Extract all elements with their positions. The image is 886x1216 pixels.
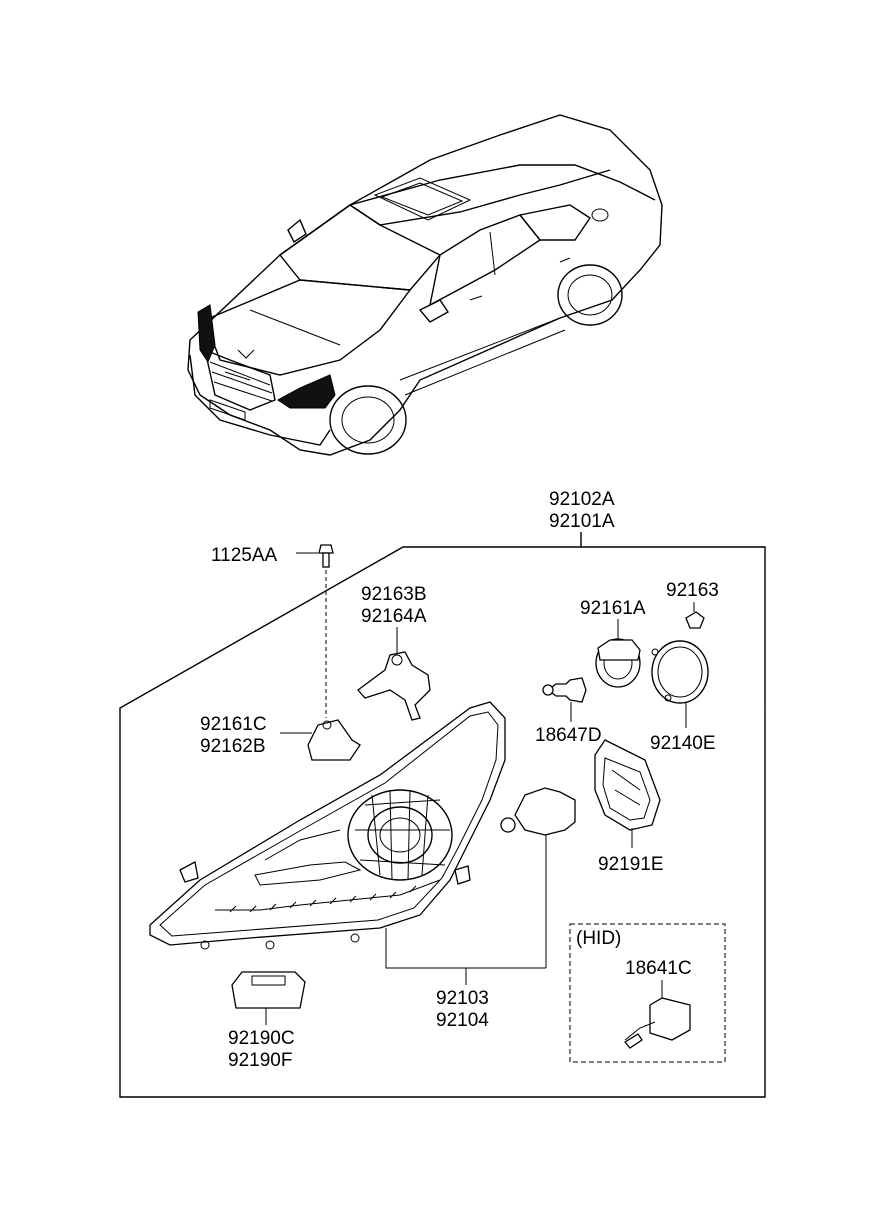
label-92103: 92103 xyxy=(436,988,489,1009)
bulb-socket-part xyxy=(500,787,576,968)
assembly-frame xyxy=(119,532,766,1098)
label-1125aa: 1125AA xyxy=(211,545,278,566)
right-headlamp-highlight xyxy=(277,374,336,409)
headlamp-assembly xyxy=(149,701,506,950)
label-92101a: 92101A xyxy=(549,511,615,532)
label-92163: 92163 xyxy=(666,580,719,601)
bulb-part xyxy=(542,677,587,722)
label-18641c: 18641C xyxy=(625,958,692,979)
label-92102a: 92102A xyxy=(549,489,615,510)
bracket-part xyxy=(357,627,431,721)
hid-box xyxy=(569,923,726,1063)
small-cap-part xyxy=(685,602,705,629)
left-headlamp-highlight xyxy=(197,304,216,364)
cover-part xyxy=(594,739,661,848)
car-illustration xyxy=(187,114,663,456)
label-92190c: 92190C xyxy=(228,1028,295,1049)
screw-part xyxy=(296,544,334,718)
label-92161a: 92161A xyxy=(580,598,646,619)
cap-ring-part xyxy=(595,619,641,688)
label-92161c: 92161C xyxy=(200,714,267,735)
label-92140e: 92140E xyxy=(650,733,716,754)
gasket-part xyxy=(651,640,709,728)
lamp-callout-line xyxy=(385,928,546,985)
label-hid: (HID) xyxy=(576,928,621,949)
label-92164a: 92164A xyxy=(361,606,427,627)
label-92191e: 92191E xyxy=(598,854,664,875)
holder-part xyxy=(280,719,361,761)
ballast-part xyxy=(231,971,306,1025)
label-92104: 92104 xyxy=(436,1010,489,1031)
label-92190f: 92190F xyxy=(228,1050,292,1071)
label-92163b: 92163B xyxy=(361,584,427,605)
label-18647d: 18647D xyxy=(535,725,602,746)
label-92162b: 92162B xyxy=(200,736,266,757)
